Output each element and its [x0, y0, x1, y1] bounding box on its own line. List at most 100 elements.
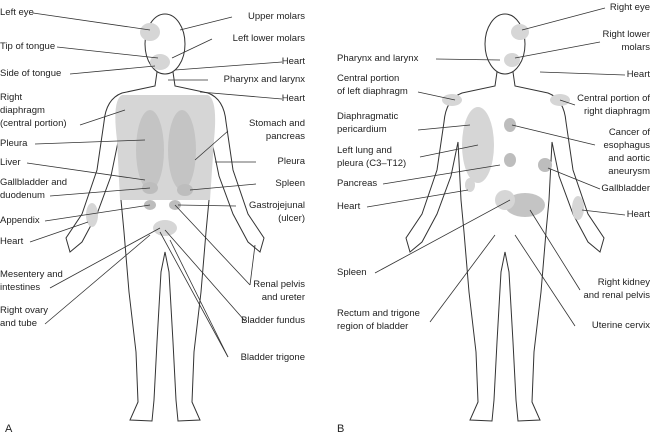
back-body-outline: [405, 71, 605, 422]
annotation-label: Mesentery and intestines: [0, 268, 63, 294]
label-line: Heart: [626, 69, 650, 80]
label-line: Pleura: [0, 138, 28, 149]
annotation-label: Right kidney and renal pelvis: [583, 276, 650, 302]
annotation-label: Central portion of left diaphragm: [337, 72, 408, 98]
annotation-label: Left eye: [0, 6, 34, 19]
annotation-label: Heart: [337, 200, 360, 213]
label-line: Right ovary: [0, 305, 49, 316]
annotation-label: Spleen: [337, 266, 367, 279]
annotation-label: Gastrojejunal (ulcer): [249, 199, 305, 225]
annotation-label: Bladder trigone: [241, 351, 305, 364]
annotation-label: Right lower molars: [602, 28, 650, 54]
annotation-label: Heart: [282, 92, 305, 105]
annotation-label: Right ovary and tube: [0, 304, 48, 330]
annotation-label: Left lower molars: [233, 32, 305, 45]
annotation-label: Heart: [0, 235, 23, 248]
label-line: Left lung and: [337, 145, 392, 156]
label-line: (ulcer): [278, 213, 305, 224]
referred-pain-regions: [86, 23, 584, 236]
label-line: Right kidney: [597, 277, 650, 288]
label-line: diaphragm: [0, 105, 45, 116]
label-line: Heart: [281, 93, 305, 104]
label-line: Gastrojejunal: [249, 200, 305, 211]
label-line: pleura (C3–T12): [337, 158, 407, 169]
label-line: Pleura: [277, 156, 305, 167]
annotation-label: Tip of tongue: [0, 40, 55, 53]
label-line: of left diaphragm: [337, 86, 408, 97]
annotation-label: Bladder fundus: [241, 314, 305, 327]
label-line: Stomach and: [249, 118, 305, 129]
annotation-label: Diaphragmatic pericardium: [337, 110, 398, 136]
annotation-label: Gallbladder: [601, 182, 650, 195]
annotation-label: Right eye: [610, 1, 650, 14]
annotation-label: Renal pelvis and ureter: [253, 278, 305, 304]
annotation-label: Liver: [0, 156, 21, 169]
label-line: pericardium: [337, 124, 387, 135]
label-line: Spleen: [337, 267, 367, 278]
label-line: Appendix: [0, 215, 40, 226]
label-line: duodenum: [0, 190, 45, 201]
label-line: Pharynx and larynx: [337, 53, 419, 64]
annotation-label: Upper molars: [248, 10, 305, 23]
label-line: and renal pelvis: [583, 290, 650, 301]
annotation-label: Uterine cervix: [592, 319, 650, 332]
label-line: Right lower: [602, 29, 650, 40]
label-line: Side of tongue: [0, 68, 62, 79]
label-line: Heart: [281, 56, 305, 67]
label-line: esophagus: [603, 140, 650, 151]
annotation-label: Side of tongue: [0, 67, 61, 80]
label-line: Central portion: [337, 73, 400, 84]
label-line: Right eye: [609, 2, 650, 13]
label-line: and aortic: [608, 153, 650, 164]
annotation-label: Rectum and trigone region of bladder: [337, 307, 420, 333]
annotation-label: Pancreas: [337, 177, 377, 190]
annotation-label: Heart: [282, 55, 305, 68]
annotation-label: Pleura: [278, 155, 305, 168]
label-line: Bladder trigone: [240, 352, 305, 363]
label-line: Heart: [626, 209, 650, 220]
label-line: Renal pelvis: [253, 279, 305, 290]
annotation-label: Pharynx and larynx: [337, 52, 418, 65]
back-head: [484, 13, 526, 75]
label-line: Gallbladder and: [0, 177, 68, 188]
label-line: Spleen: [275, 178, 305, 189]
figure-a-letter: A: [5, 423, 13, 435]
front-body-outline: [65, 71, 265, 422]
label-line: Bladder fundus: [241, 315, 305, 326]
label-line: Rectum and trigone: [337, 308, 420, 319]
label-line: Cancer of: [608, 127, 650, 138]
label-line: Tip of tongue: [0, 41, 56, 52]
label-line: Pancreas: [337, 178, 378, 189]
label-line: Diaphragmatic: [337, 111, 399, 122]
label-line: Uterine cervix: [591, 320, 650, 331]
label-line: pancreas: [265, 131, 305, 142]
annotation-label: Heart: [627, 208, 650, 221]
label-line: Pharynx and larynx: [223, 74, 305, 85]
label-line: region of bladder: [337, 321, 409, 332]
label-line: Mesentery and: [0, 269, 63, 280]
annotation-label: Pleura: [0, 137, 27, 150]
label-line: and ureter: [261, 292, 305, 303]
label-line: Right: [0, 92, 23, 103]
label-line: Heart: [337, 201, 361, 212]
figure-b-letter: B: [337, 423, 345, 435]
label-line: molars: [621, 42, 650, 53]
annotation-label: Stomach and pancreas: [249, 117, 305, 143]
annotation-label: Gallbladder and duodenum: [0, 176, 67, 202]
leader-lines: [26, 7, 626, 358]
label-line: Left lower molars: [232, 33, 305, 44]
annotation-label: Left lung and pleura (C3–T12): [337, 144, 406, 170]
label-line: Upper molars: [247, 11, 305, 22]
annotation-label: Appendix: [0, 214, 40, 227]
annotation-label: Pharynx and larynx: [224, 73, 305, 86]
annotation-label: Heart: [627, 68, 650, 81]
label-line: and tube: [0, 318, 37, 329]
label-line: Left eye: [0, 7, 34, 18]
label-line: Central portion of: [577, 93, 650, 104]
annotation-label: Spleen: [275, 177, 305, 190]
label-line: intestines: [0, 282, 41, 293]
